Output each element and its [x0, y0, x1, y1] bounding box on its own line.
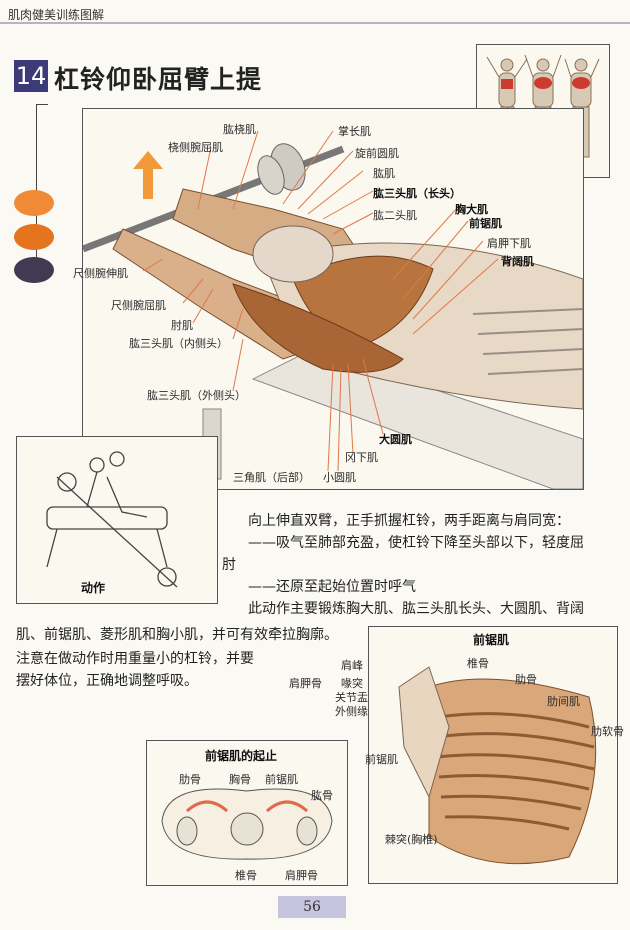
label-extensor-carpi-ulnaris: 尺侧腕伸肌 — [73, 267, 128, 280]
label-latissimus: 背阔肌 — [501, 255, 534, 268]
instruction-line-8: 摆好体位，正确地调整呼吸。 — [16, 673, 198, 689]
label-scapula: 肩胛骨 — [285, 869, 318, 882]
serratus-panel-title: 前锯肌 — [473, 633, 510, 647]
label-origin-ribs: 肋骨 — [179, 773, 201, 786]
label-glenoid: 关节盂 — [335, 691, 368, 704]
label-serratus-anterior: 前锯肌 — [469, 217, 502, 230]
label-coracoid: 喙突 — [341, 677, 363, 690]
label-serratus: 前锯肌 — [365, 753, 398, 766]
label-deltoid-posterior: 三角肌（后部） — [233, 471, 310, 484]
label-intercostals: 肋间肌 — [547, 695, 580, 708]
label-teres-major: 大圆肌 — [379, 433, 412, 446]
origin-panel-title: 前锯肌的起止 — [205, 749, 278, 763]
orange-dot-2 — [14, 224, 54, 250]
instruction-line-1: 向上伸直双臂，正手抓握杠铃，两手距离与肩同宽： — [248, 513, 570, 529]
label-anconeus: 肘肌 — [171, 319, 193, 332]
label-pectoralis-major: 胸大肌 — [455, 203, 488, 216]
header-divider — [0, 22, 630, 24]
label-scapula-group: 肩胛骨 — [289, 677, 322, 690]
label-lateral-border: 外侧缘 — [335, 705, 368, 718]
instruction-line-7: 注意在做动作时用重量小的杠铃，并要 — [16, 651, 254, 667]
label-costal-cartilage: 肋软骨 — [591, 725, 624, 738]
instruction-line-3: 肘 — [222, 557, 236, 573]
exercise-number: 14 — [14, 60, 48, 92]
label-acromion: 肩峰 — [341, 659, 363, 672]
label-sternum: 椎骨 — [467, 657, 489, 670]
dark-dot — [14, 257, 54, 283]
label-flexor-carpi-radialis: 桡侧腕屈肌 — [168, 141, 223, 154]
label-teres-minor: 小圆肌 — [323, 471, 356, 484]
label-infraspinatus: 冈下肌 — [345, 451, 378, 464]
label-palmaris-longus: 掌长肌 — [338, 125, 371, 138]
cross-section-icon — [161, 788, 333, 860]
movement-caption: 动作 — [81, 581, 106, 595]
label-brachialis: 肱肌 — [373, 167, 395, 180]
label-spinous: 棘突(胸椎) — [385, 833, 438, 846]
origin-panel: 前锯肌的起止 肋骨 胸骨 前锯肌 肱骨 椎骨 肩胛骨 — [146, 740, 348, 886]
label-chest-bone: 胸骨 — [229, 773, 251, 786]
label-triceps-lateral: 肱三头肌（外侧头） — [147, 389, 246, 402]
orange-dot — [14, 190, 54, 216]
exercise-title: 杠铃仰卧屈臂上提 — [54, 65, 263, 94]
book-title: 肌肉健美训练图解 — [8, 8, 105, 22]
margin-bracket — [36, 104, 37, 274]
label-flexor-carpi-ulnaris: 尺侧腕屈肌 — [111, 299, 166, 312]
label-triceps-long: 肱三头肌（长头） — [373, 187, 461, 200]
movement-sketch: 动作 — [16, 436, 218, 604]
label-ribs: 肋骨 — [515, 673, 537, 686]
label-brachioradialis: 肱桡肌 — [223, 123, 256, 136]
movement-sketch-icon — [46, 451, 178, 588]
ribcage-icon — [398, 666, 597, 865]
label-subscapularis: 肩胛下肌 — [487, 237, 531, 250]
instruction-line-5: 此动作主要锻炼胸大肌、肱三头肌长头、大圆肌、背阔 — [248, 601, 584, 617]
label-biceps: 肱二头肌 — [373, 209, 417, 222]
page-number: 56 — [278, 896, 346, 918]
instruction-line-2: ——吸气至肺部充盈，使杠铃下降至头部以下，轻度屈 — [248, 535, 584, 551]
label-pronator-teres: 旋前圆肌 — [355, 147, 399, 160]
main-illustration: 肱桡肌 桡侧腕屈肌 掌长肌 旋前圆肌 肱肌 肱三头肌（长头） 肱二头肌 胸大肌 … — [73, 108, 584, 490]
bench-press-illustration — [83, 130, 583, 489]
label-origin-serratus: 前锯肌 — [265, 773, 298, 786]
instruction-line-6: 肌、前锯肌、菱形肌和胸小肌，并可有效牵拉胸廓。 — [16, 627, 338, 643]
label-humerus: 肱骨 — [311, 789, 333, 802]
label-vertebra: 椎骨 — [235, 869, 257, 882]
instruction-line-4: ——还原至起始位置时呼气 — [248, 579, 416, 595]
label-triceps-medial: 肱三头肌（内侧头） — [129, 337, 228, 350]
serratus-panel: 前锯肌 肩胛骨 肩峰 喙突 关节盂 外侧缘 椎骨 肋骨 肋间肌 肋软骨 前锯肌 … — [289, 626, 624, 884]
